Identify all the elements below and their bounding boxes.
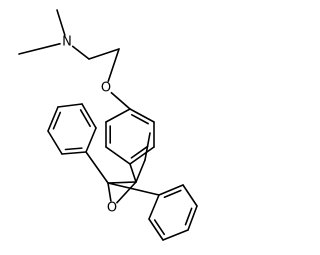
bond-ethyl-ch2-to-ethyl-ch3 — [144, 132, 151, 161]
amine-nitrogen-label-bg — [60, 35, 74, 49]
bond-phenyl-right-c5-to-phenyl-right-c6-inner — [153, 219, 166, 236]
bond-phenyl-left-c6-to-phenyl-left-c1 — [85, 127, 97, 153]
bond-amine-nitrogen-to-methyl-up — [56, 9, 66, 37]
atom-layer: N O O — [60, 35, 119, 216]
bond-phenyl-right-c1-to-phenyl-right-c2 — [158, 184, 184, 196]
epoxide-oxygen-label-bg — [105, 201, 119, 215]
bond-chain-carbon-1-to-chain-carbon-2 — [88, 48, 120, 60]
bond-methyl-left-to-amine-nitrogen — [18, 42, 62, 55]
bond-phenyl-right-c3-to-phenyl-right-c4 — [187, 205, 198, 231]
bond-phenoxy-ring-c1-to-phenoxy-ring-c2-inner — [131, 113, 149, 125]
bond-phenoxy-ring-c4-to-epoxide-carbon-right — [129, 163, 137, 183]
bond-phenyl-left-c1-to-phenyl-left-c2-inner — [64, 147, 83, 151]
epoxide-oxygen-label: O — [107, 201, 117, 216]
bond-epoxide-carbon-right-to-ethyl-ch2 — [135, 159, 146, 183]
bond-phenyl-left-c3-to-phenyl-left-c4 — [47, 106, 59, 132]
bond-phenyl-right-c1-to-phenyl-right-c2-inner — [163, 189, 182, 199]
bond-phenyl-right-c3-to-phenyl-right-c4-inner — [184, 207, 193, 226]
bond-phenyl-right-c5-to-phenyl-right-c6 — [148, 218, 164, 241]
bond-chain-carbon-2-to-ether-oxygen — [107, 48, 120, 83]
ether-oxygen-label: O — [101, 81, 111, 96]
bond-phenoxy-ring-c1-to-phenoxy-ring-c2 — [129, 108, 155, 123]
bond-epoxide-carbon-left-to-epoxide-oxygen — [107, 182, 112, 202]
bond-ether-oxygen-to-phenoxy-ring-c1 — [110, 91, 131, 110]
bond-epoxide-carbon-left-to-epoxide-carbon-right — [107, 181, 137, 184]
bond-phenyl-right-c4-to-phenyl-right-c5 — [162, 229, 189, 241]
bond-phenyl-left-c2-to-phenyl-left-c3 — [47, 130, 63, 155]
bond-phenoxy-ring-c3-to-phenoxy-ring-c4-inner — [130, 145, 149, 159]
bond-phenoxy-ring-c6-to-phenoxy-ring-c1 — [105, 108, 131, 123]
bond-phenyl-left-c3-to-phenyl-left-c4-inner — [52, 111, 62, 130]
molecule-structure: N O O — [18, 9, 198, 241]
bond-layer — [18, 9, 198, 241]
ether-oxygen-label-bg — [99, 81, 113, 95]
bond-phenyl-left-c4-to-phenyl-left-c5 — [57, 103, 83, 108]
bond-epoxide-carbon-left-to-phenyl-right-c1 — [107, 182, 160, 196]
bond-phenyl-right-c6-to-phenyl-right-c1 — [148, 194, 160, 220]
amine-nitrogen-label: N — [62, 35, 72, 50]
bond-amine-nitrogen-to-chain-carbon-1 — [71, 45, 90, 60]
bond-epoxide-carbon-right-to-epoxide-oxygen — [115, 181, 137, 204]
bond-epoxide-carbon-left-to-phenyl-left-c1 — [85, 151, 109, 184]
bond-phenoxy-ring-c3-to-phenoxy-ring-c4 — [129, 146, 155, 165]
bond-phenyl-left-c1-to-phenyl-left-c2 — [61, 151, 87, 155]
bond-phenyl-left-c5-to-phenyl-left-c6 — [81, 103, 97, 129]
bond-phenoxy-ring-c4-to-phenoxy-ring-c5 — [105, 146, 131, 165]
bond-phenyl-left-c5-to-phenyl-left-c6-inner — [79, 109, 91, 128]
bond-phenyl-right-c2-to-phenyl-right-c3 — [182, 184, 198, 207]
